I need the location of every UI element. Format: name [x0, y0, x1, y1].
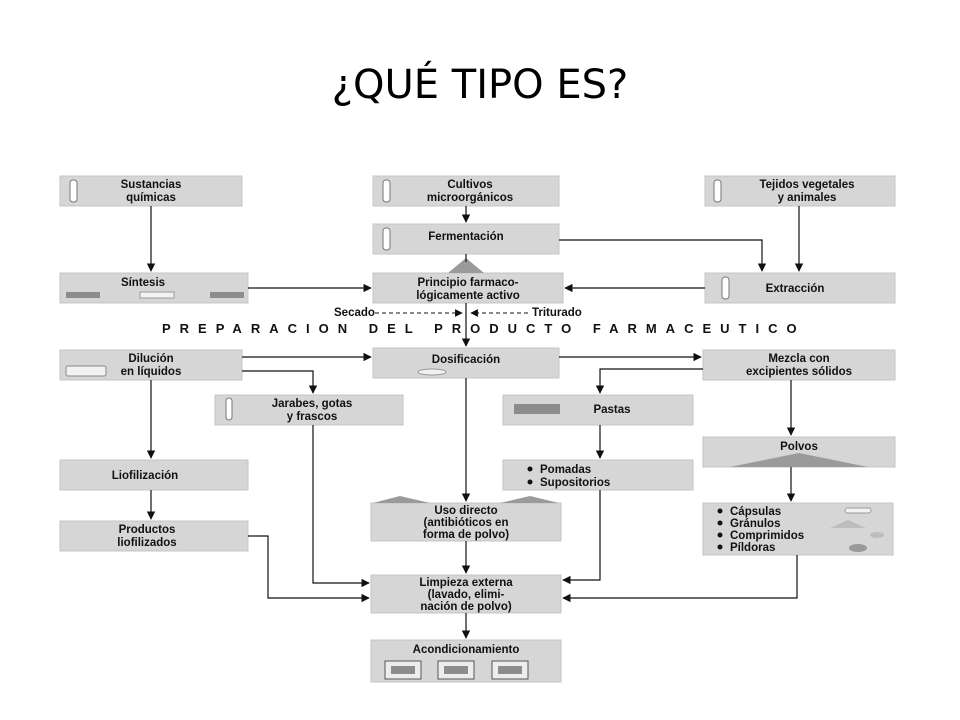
- paste-bar-icon: [514, 404, 560, 414]
- spoon-icon: [417, 368, 447, 376]
- node-limpieza-line2: (lavado, elimi-: [428, 589, 505, 601]
- node-pastas: Pastas: [502, 394, 694, 426]
- node-principio: Principio farmaco- lógicamente activo: [372, 258, 564, 304]
- node-pastas-label: Pastas: [593, 404, 630, 416]
- node-sustancias: Sustancias químicas: [59, 175, 243, 207]
- vial-icon: [65, 365, 107, 377]
- node-extraccion: Extracción: [704, 272, 896, 304]
- node-capsulas: Cápsulas Gránulos Comprimidos Píldoras: [702, 502, 894, 556]
- node-tejidos-line2: y animales: [778, 192, 837, 204]
- powder-pile-icon: [448, 258, 484, 273]
- node-liofilizacion: Liofilización: [59, 459, 249, 491]
- node-tejidos-line1: Tejidos vegetales: [759, 179, 854, 191]
- node-jarabes-line2: y frascos: [287, 411, 338, 423]
- edge-pomadas-limpieza: [562, 490, 601, 585]
- node-cultivos-line2: microorgánicos: [427, 192, 513, 204]
- node-pomadas-line1: Pomadas: [540, 464, 591, 476]
- node-pomadas: Pomadas Supositorios: [502, 459, 694, 491]
- node-polvos: Polvos: [702, 436, 896, 468]
- apparatus-icon: [210, 292, 244, 298]
- apparatus-icon: [139, 291, 175, 299]
- test-tube-icon: [382, 227, 391, 251]
- powder-pile-icon: [500, 496, 559, 503]
- node-liofilizacion-label: Liofilización: [112, 470, 178, 482]
- test-tube-icon: [721, 276, 730, 300]
- node-uso-directo-line1: Uso directo: [434, 505, 497, 517]
- node-productos: Productos liofilizados: [59, 520, 249, 552]
- node-tejidos: Tejidos vegetales y animales: [704, 175, 896, 207]
- edge-capsulas-limpieza: [562, 555, 798, 603]
- node-dilucion-line2: en líquidos: [121, 366, 182, 378]
- node-acondicionamiento: Acondicionamiento: [370, 639, 562, 683]
- edge-productos-limpieza: [248, 535, 370, 603]
- node-capsulas-line1: Cápsulas: [730, 506, 781, 518]
- node-limpieza: Limpieza externa (lavado, elimi- nación …: [370, 574, 562, 614]
- edge-fermentacion-extraccion: [559, 239, 767, 272]
- node-sustancias-line2: químicas: [126, 192, 176, 204]
- node-capsulas-line3: Comprimidos: [730, 530, 804, 542]
- test-tube-icon: [382, 179, 391, 203]
- node-jarabes-line1: Jarabes, gotas: [272, 398, 353, 410]
- node-jarabes: Jarabes, gotas y frascos: [214, 394, 404, 426]
- powder-pile-icon: [730, 453, 868, 467]
- test-tube-icon: [225, 397, 233, 421]
- node-limpieza-line1: Limpieza externa: [419, 577, 513, 589]
- section-band: PREPARACION DEL PRODUCTO FARMACEUTICO: [162, 321, 806, 336]
- node-sintesis: Síntesis: [59, 272, 249, 304]
- connectors: [146, 206, 804, 639]
- node-extraccion-label: Extracción: [766, 283, 825, 295]
- node-limpieza-line3: nación de polvo): [420, 601, 512, 613]
- node-pomadas-line2: Supositorios: [540, 477, 610, 489]
- node-cultivos-line1: Cultivos: [447, 179, 492, 191]
- container-icons: [384, 660, 529, 680]
- node-dosificacion: Dosificación: [372, 347, 560, 379]
- granules-icon: [830, 520, 866, 528]
- node-uso-directo-line2: (antibióticos en: [424, 517, 509, 529]
- bullet-icon: [527, 479, 533, 485]
- node-capsulas-line4: Píldoras: [730, 542, 775, 554]
- tablet-icon: [870, 532, 884, 538]
- node-mezcla-line1: Mezcla con: [768, 353, 829, 365]
- apparatus-icon: [66, 292, 100, 298]
- node-dilucion-line1: Dilución: [128, 353, 173, 365]
- node-cultivos: Cultivos microorgánicos: [372, 175, 560, 207]
- node-acondicionamiento-label: Acondicionamiento: [413, 644, 520, 656]
- node-polvos-label: Polvos: [780, 441, 818, 453]
- node-sintesis-label: Síntesis: [121, 277, 165, 289]
- node-productos-line2: liofilizados: [117, 537, 176, 549]
- bullet-icon: [717, 520, 723, 526]
- bullet-icon: [527, 466, 533, 472]
- node-principio-line2: lógicamente activo: [416, 290, 520, 302]
- label-triturado: Triturado: [532, 307, 582, 319]
- pill-icon: [849, 544, 867, 552]
- slide-title: ¿QUÉ TIPO ES?: [331, 62, 629, 108]
- edge-mezcla-pastas: [595, 368, 703, 394]
- node-productos-line1: Productos: [119, 524, 176, 536]
- bullet-icon: [717, 544, 723, 550]
- label-secado: Secado: [334, 307, 375, 319]
- node-principio-line1: Principio farmaco-: [418, 277, 519, 289]
- powder-pile-icon: [373, 496, 430, 503]
- node-sustancias-line1: Sustancias: [121, 179, 182, 191]
- edge-dilucion-jarabes: [242, 370, 318, 394]
- node-fermentacion-label: Fermentación: [428, 231, 503, 243]
- bullet-icon: [717, 532, 723, 538]
- node-uso-directo: Uso directo (antibióticos en forma de po…: [370, 496, 562, 542]
- node-uso-directo-line3: forma de polvo): [423, 529, 509, 541]
- test-tube-icon: [713, 179, 722, 203]
- test-tube-icon: [69, 179, 78, 203]
- node-dosificacion-label: Dosificación: [432, 354, 500, 366]
- edge-jarabes-limpieza: [312, 425, 370, 588]
- node-dilucion: Dilución en líquidos: [59, 349, 243, 381]
- node-mezcla: Mezcla con excipientes sólidos: [702, 349, 896, 381]
- node-fermentacion: Fermentación: [372, 223, 560, 255]
- node-mezcla-line2: excipientes sólidos: [746, 366, 852, 378]
- bullet-icon: [717, 508, 723, 514]
- capsule-icon: [844, 507, 872, 514]
- node-capsulas-line2: Gránulos: [730, 518, 780, 530]
